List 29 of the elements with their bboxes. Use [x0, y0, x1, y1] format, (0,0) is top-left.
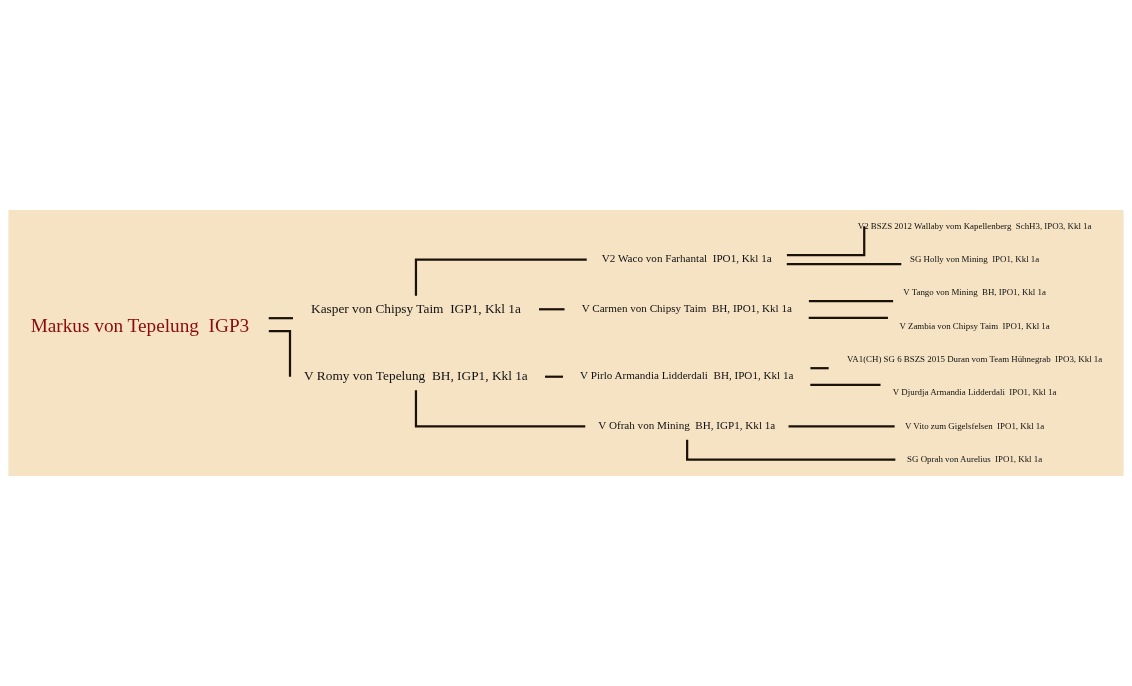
connector [810, 367, 829, 370]
node-text: V Pirlo Armandia Lidderdali BH, IPO1, Kkl 1a [580, 369, 794, 382]
connector [268, 330, 292, 377]
connector [414, 390, 586, 428]
connector [268, 317, 293, 320]
node-text: V2 BSZS 2012 Wallaby vom Kapellenberg SchH3, IPO3, Kkl 1a [857, 220, 1092, 231]
node-text: SG Holly von Mining IPO1, Kkl 1a [910, 253, 1040, 264]
node-text: V Tango von Mining BH, IPO1, Kkl 1a [903, 287, 1046, 298]
connector [539, 308, 565, 311]
connector [808, 300, 894, 303]
node-text: V2 Waco von Farhantal IPO1, Kkl 1a [601, 252, 772, 265]
node-text: V Djurdja Armandia Lidderdali IPO1, Kkl 1a [892, 387, 1057, 398]
connector [686, 439, 896, 461]
connector [810, 383, 881, 386]
node-text: V Zambia von Chipsy Taim IPO1, Kkl 1a [899, 320, 1050, 331]
node-text: V Vito zum Gigelsfelsen IPO1, Kkl 1a [905, 420, 1045, 431]
node-text: Kasper von Chipsy Taim IGP1, Kkl 1a [311, 300, 521, 316]
node-text: V Ofrah von Mining BH, IGP1, Kkl 1a [598, 418, 776, 431]
connector [786, 262, 902, 266]
connector [786, 226, 866, 257]
node-text: SG Oprah von Aurelius IPO1, Kkl 1a [907, 454, 1043, 464]
connector [414, 258, 587, 296]
node-text: V Carmen von Chipsy Taim BH, IPO1, Kkl 1a [581, 301, 792, 314]
node-text: Markus von Tepelung IGP3 [30, 314, 250, 336]
node-text: VA1(CH) SG 6 BSZS 2015 Duran vom Team Hühnegrab IPO3, Kkl 1a [847, 353, 1103, 364]
connector [545, 375, 564, 378]
connector [808, 316, 888, 319]
node-text: V Romy von Tepelung BH, IGP1, Kkl 1a [304, 367, 528, 383]
connector [788, 425, 895, 428]
